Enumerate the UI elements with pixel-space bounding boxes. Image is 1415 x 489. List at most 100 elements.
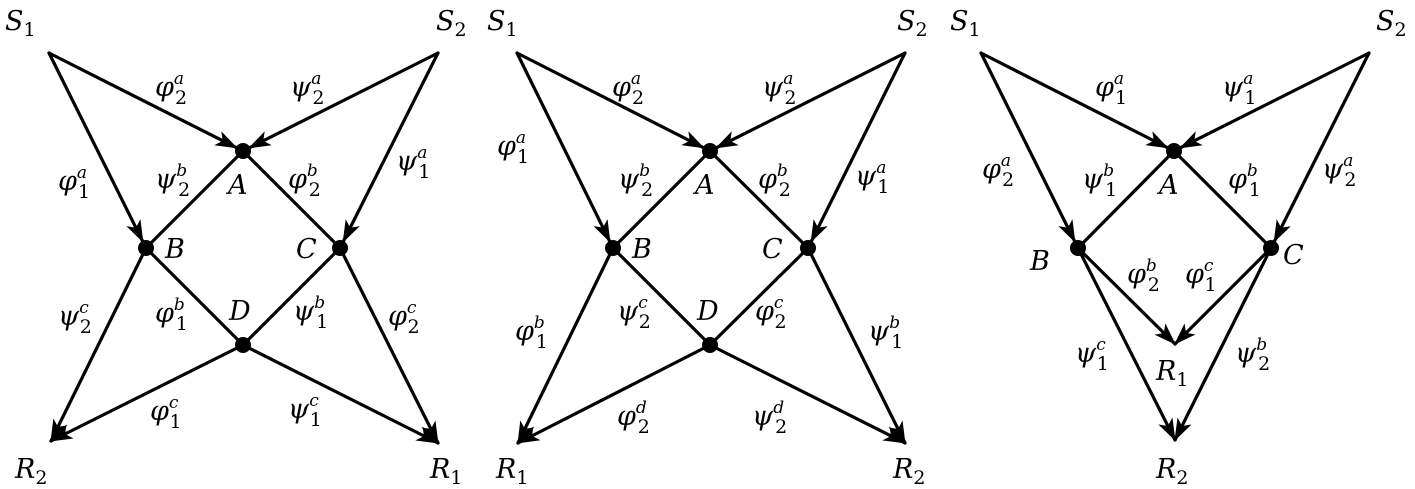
node-label-a: A	[225, 170, 248, 201]
node-a-dot	[702, 143, 718, 159]
node-a-dot	[1166, 143, 1182, 159]
edge-c-d	[246, 246, 342, 342]
node-b-dot	[138, 240, 154, 256]
node-label-s1: S1	[950, 6, 981, 41]
edge-a-b	[1081, 149, 1176, 245]
node-label-b: B	[164, 234, 185, 265]
node-label-c: C	[1283, 240, 1304, 271]
edge-s2-c	[1272, 51, 1371, 244]
edge-d-r1	[241, 343, 440, 445]
node-label-d: D	[228, 296, 251, 327]
edge-s1-a	[979, 51, 1170, 150]
node-label-s1: S1	[487, 6, 518, 41]
edge-s2-c	[809, 51, 907, 244]
edge-s1-a	[47, 51, 239, 150]
node-a-dot	[235, 143, 251, 159]
node-label-s2: S2	[897, 6, 928, 41]
edge-c-d	[713, 246, 810, 342]
edge-s2-c	[341, 51, 440, 244]
node-label-d: D	[696, 296, 719, 327]
edge-b-r1	[516, 246, 615, 445]
edge-b-d	[611, 246, 707, 342]
edge-b-d	[144, 246, 240, 342]
node-label-r2: R2	[14, 454, 47, 489]
node-c-dot	[332, 240, 348, 256]
edge-a-c	[241, 149, 337, 245]
edge-b-r2	[49, 246, 148, 443]
node-label-b: B	[1029, 246, 1050, 277]
node-label-c: C	[296, 234, 317, 265]
edge-s1-b	[47, 51, 145, 244]
node-label-r2: R2	[1155, 454, 1188, 489]
node-label-r1: R1	[495, 454, 528, 489]
node-label-s2: S2	[436, 6, 467, 41]
edge-s1-b	[979, 51, 1077, 244]
edge-a-c	[1172, 149, 1268, 245]
edge-s1-a	[515, 51, 706, 150]
edge-a-c	[708, 149, 805, 245]
edge-c-r2	[806, 246, 907, 445]
node-label-r1: R1	[429, 454, 462, 489]
node-label-a: A	[1156, 170, 1179, 201]
node-label-c: C	[762, 234, 783, 265]
node-label-s2: S2	[1376, 6, 1407, 41]
node-b-dot	[605, 240, 621, 256]
edge-d-r2	[708, 343, 907, 445]
edge-c-r1	[1173, 246, 1273, 346]
node-c-dot	[1263, 240, 1279, 256]
node-d-dot	[702, 337, 718, 353]
node-label-r1: R1	[1155, 356, 1188, 391]
node-b-dot	[1070, 240, 1086, 256]
node-d-dot	[235, 337, 251, 353]
edge-b-r2	[1076, 246, 1177, 442]
edge-c-r1	[338, 246, 440, 445]
node-c-dot	[800, 240, 816, 256]
edge-b-r1	[1076, 246, 1177, 346]
edge-s1-b	[515, 51, 612, 244]
edge-s2-a	[714, 51, 907, 150]
node-label-b: B	[631, 234, 652, 265]
edge-d-r2	[49, 343, 245, 443]
edge-a-b	[616, 149, 712, 245]
edge-c-r2	[1173, 246, 1273, 442]
edge-s2-a	[1178, 51, 1371, 150]
edge-d-r1	[516, 343, 712, 445]
node-label-s1: S1	[5, 6, 36, 41]
node-label-a: A	[692, 170, 715, 201]
